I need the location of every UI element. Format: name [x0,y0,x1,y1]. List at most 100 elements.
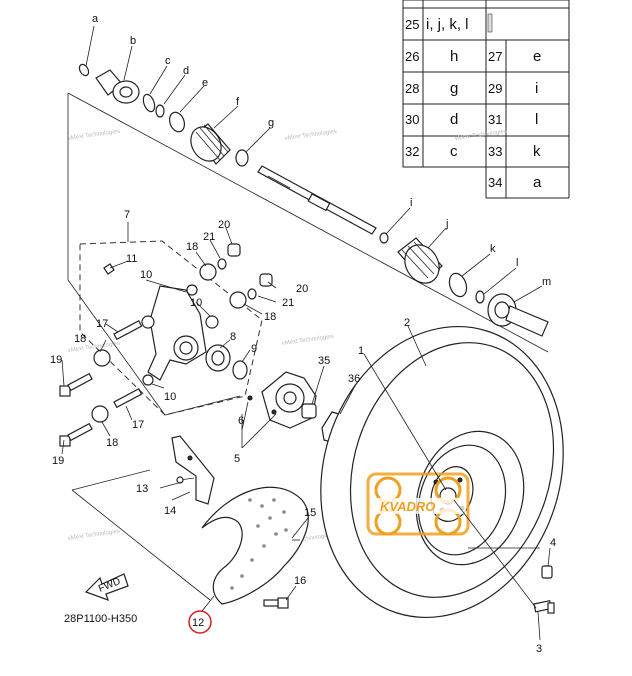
table-num-25: 25 [405,17,419,32]
diagram-code: 28P1100-H350 [64,613,137,625]
callout-9: 9 [251,343,257,355]
bolt-16 [263,597,289,609]
circlip-9 [232,360,248,380]
bushing-10b [205,315,219,329]
nut-35 [301,403,317,419]
parts-table: 25 i, j, k, l 26 h 28 g 30 d 32 c 27 e 2… [402,0,570,199]
callout-10b: 10 [190,297,202,309]
wheel-assembly [320,325,564,619]
table-ref-30: d [450,111,458,128]
knuckle-assembly [59,243,273,447]
bushing-10c [142,374,154,386]
bushing-10a [141,315,155,329]
callout-5: 5 [234,453,240,465]
clamp-g [235,149,249,167]
cap-20b [259,273,273,287]
clamp-k [448,272,468,298]
callout-17b: 17 [132,419,144,431]
callout-20b: 20 [296,283,308,295]
table-ref-33: k [533,143,541,160]
callout-19b: 19 [52,455,64,467]
table-ref-28: g [450,80,458,97]
callout-j: j [445,218,448,230]
callout-l: l [516,257,518,269]
callout-1: 1 [358,345,364,357]
table-num-29: 29 [488,81,502,96]
callout-i: i [410,197,412,209]
callout-16: 16 [294,575,306,587]
grease-nipple-11 [103,263,115,275]
cap-20a [227,243,241,257]
callout-f: f [236,96,240,108]
callout-8: 8 [230,331,236,343]
callout-15: 15 [304,507,316,519]
callout-18c: 18 [74,333,86,345]
table-ref-34: a [533,174,542,191]
collar-17b [113,388,143,409]
table-num-28: 28 [405,81,419,96]
table-num-26: 26 [405,49,419,64]
callout-36: 36 [348,373,360,385]
callout-a: a [92,13,99,25]
svg-text:KVADRO: KVADRO [380,499,435,514]
callout-35: 35 [318,355,330,367]
clamp-e [168,111,186,133]
seal-18c [91,405,109,423]
cv-joint-b [95,69,140,104]
table-ref-25: i, j, k, l [426,16,469,33]
washer-21b [247,288,257,300]
bolt-19a [59,372,93,397]
ring-l [475,290,485,304]
callout-3: 3 [536,643,542,655]
bolt-19b [59,422,93,447]
callout-20a: 20 [218,219,230,231]
callout-19a: 19 [50,354,62,366]
nut-4 [541,565,553,579]
table-num-33: 33 [488,144,502,159]
table-num-32: 32 [405,144,419,159]
table-ref-29: i [535,80,538,97]
boot-f [190,123,231,165]
valve-3 [533,599,555,614]
callout-21a: 21 [203,231,215,243]
callout-4: 4 [550,537,556,549]
callout-17a: 17 [96,318,108,330]
callout-18b: 18 [264,311,276,323]
table-num-30: 30 [405,112,419,127]
callout-10a: 10 [140,269,152,281]
circlip-a [78,63,90,77]
ring-d [155,104,165,118]
collar-17a [113,320,143,341]
seal-18b [229,291,247,309]
clip-i [379,232,389,244]
table-ref-27: e [533,48,541,65]
svg-text:vMext Technologies: vMext Technologies [67,529,120,542]
svg-text:vMext Technologies: vMext Technologies [281,334,334,347]
callout-10c: 10 [164,391,176,403]
assembly-frame [67,92,549,601]
callout-14: 14 [164,505,176,517]
callout-11: 11 [126,253,137,265]
callout-labels: a b c d e f g i j k l m 7 11 18 21 20 10… [50,13,556,655]
callout-13: 13 [136,483,148,495]
callout-2: 2 [404,317,410,329]
fwd-arrow-icon: FWD [84,573,129,601]
callout-k: k [490,243,496,255]
callout-6: 6 [238,415,244,427]
table-ref-31: l [535,111,538,128]
boot-j [397,237,443,284]
outer-joint-m [487,293,549,337]
svg-text:vMext Technologies: vMext Technologies [67,129,120,142]
table-ref-26: h [450,48,458,65]
table-num-34: 34 [488,175,502,190]
callout-7: 7 [124,209,130,221]
callout-m: m [542,276,551,288]
table-num-27: 27 [488,49,502,64]
callout-18d: 18 [106,437,118,449]
callout-21b: 21 [282,297,294,309]
brake-guard-assembly [171,435,309,609]
callout-18a: 18 [186,241,198,253]
leader-lines [61,25,551,641]
ring-c [142,93,156,113]
